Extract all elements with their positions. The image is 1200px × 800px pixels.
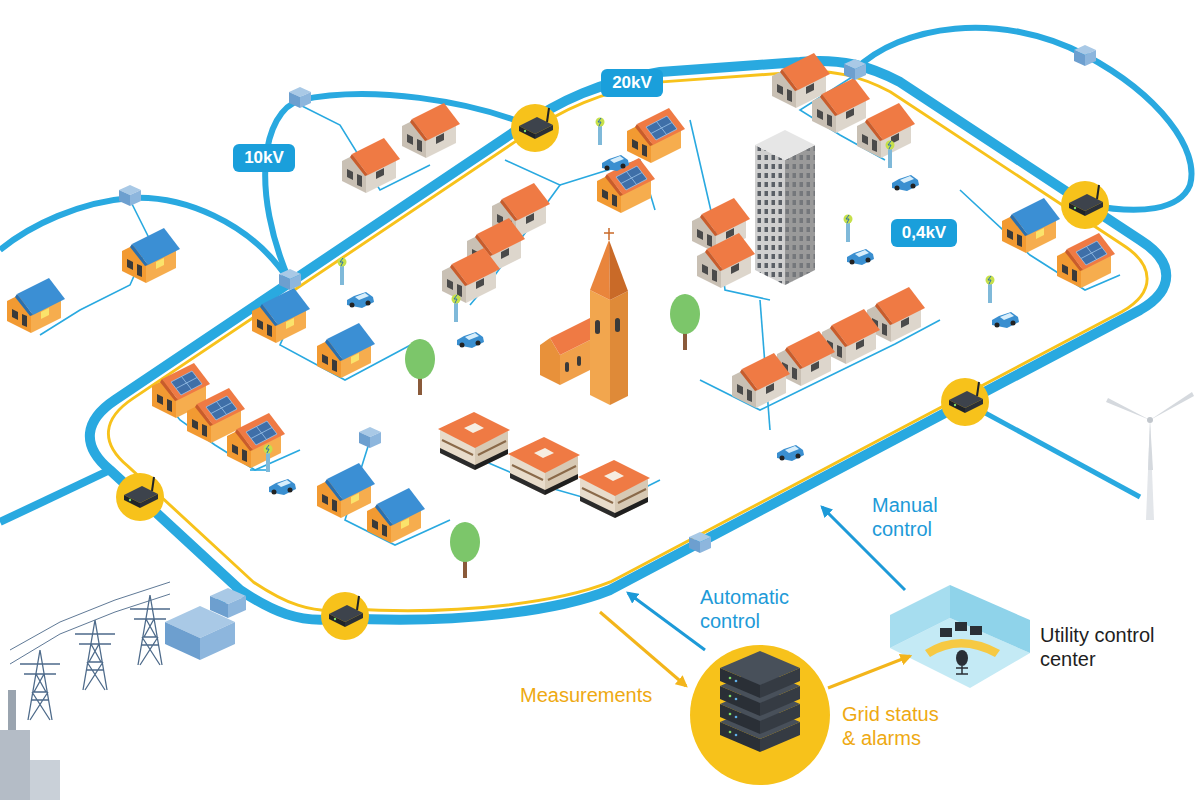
voltage-tag: 0,4kV	[891, 219, 957, 247]
ev-charger	[452, 295, 461, 323]
transformer-box	[279, 269, 301, 290]
ev-charger	[264, 445, 273, 473]
ring-loop	[265, 94, 535, 282]
transformer-box	[844, 59, 866, 80]
wind-turbine	[1106, 392, 1194, 520]
transformer-box	[689, 532, 711, 553]
transformer-box	[119, 185, 141, 206]
apartment-tower	[755, 130, 815, 285]
center-label: Utility control center	[1040, 623, 1190, 671]
voltage-label: 0,4kV	[902, 223, 946, 243]
ring-loop	[855, 28, 1192, 210]
house	[342, 138, 400, 193]
flow-label: Automatic control	[700, 585, 789, 633]
flow-arrow	[828, 656, 910, 688]
transmission-towers	[0, 582, 246, 800]
feeder-line	[0, 470, 110, 522]
voltage-label: 20kV	[612, 73, 652, 93]
house	[1002, 198, 1060, 253]
electric-car	[992, 312, 1019, 328]
pylon	[20, 650, 60, 720]
distribution-lines	[40, 72, 1120, 545]
feeder-line	[965, 402, 1140, 497]
voltage-tag: 10kV	[233, 144, 295, 172]
grid-sensor	[1061, 181, 1109, 229]
house	[367, 488, 425, 543]
measurement-line	[108, 71, 1147, 610]
ev-charger	[986, 276, 995, 304]
flow-label: Grid status & alarms	[842, 702, 954, 750]
house	[442, 248, 500, 303]
electric-car	[269, 479, 296, 495]
ev-charger	[886, 141, 895, 169]
ev-charger	[596, 118, 605, 146]
office-block	[508, 437, 580, 495]
electric-car	[892, 175, 919, 191]
house	[857, 103, 915, 158]
solar-house	[627, 108, 685, 163]
solar-house	[1057, 233, 1115, 288]
grid-sensor	[116, 473, 164, 521]
electric-car	[777, 445, 804, 461]
pylon	[130, 595, 170, 665]
transformer-box	[289, 87, 311, 108]
house	[697, 233, 755, 288]
ring-loop	[0, 198, 290, 282]
house	[317, 463, 375, 518]
tree	[405, 339, 435, 395]
solar-house	[227, 413, 285, 468]
voltage-label: 10kV	[244, 148, 284, 168]
grid-sensor	[941, 378, 989, 426]
office-block	[438, 412, 510, 470]
house	[317, 323, 375, 378]
transformer-box	[1074, 45, 1096, 66]
grid-sensor	[511, 104, 559, 152]
electric-car	[847, 249, 874, 265]
tree	[450, 522, 480, 578]
main-ring	[90, 61, 1166, 620]
transformer-box	[359, 427, 381, 448]
grid-sensor	[321, 592, 369, 640]
server-stack	[690, 645, 830, 785]
voltage-tag: 20kV	[601, 69, 663, 97]
pylon	[75, 620, 115, 690]
flow-label: Manual control	[872, 493, 938, 541]
house	[402, 103, 460, 158]
control-center: Utility control center	[880, 578, 1195, 708]
ev-charger	[338, 258, 347, 286]
office-block	[578, 460, 650, 518]
house	[252, 288, 310, 343]
control-room	[890, 585, 1030, 688]
church	[540, 228, 628, 405]
flow-arrow	[600, 612, 686, 686]
electric-car	[457, 332, 484, 348]
house	[732, 353, 790, 408]
house	[7, 278, 65, 333]
flow-label: Measurements	[520, 683, 652, 707]
electric-car	[602, 155, 629, 171]
electric-car	[347, 292, 374, 308]
flow-arrow	[628, 593, 705, 650]
tree	[670, 294, 700, 350]
house	[122, 228, 180, 283]
ev-charger	[844, 215, 853, 243]
